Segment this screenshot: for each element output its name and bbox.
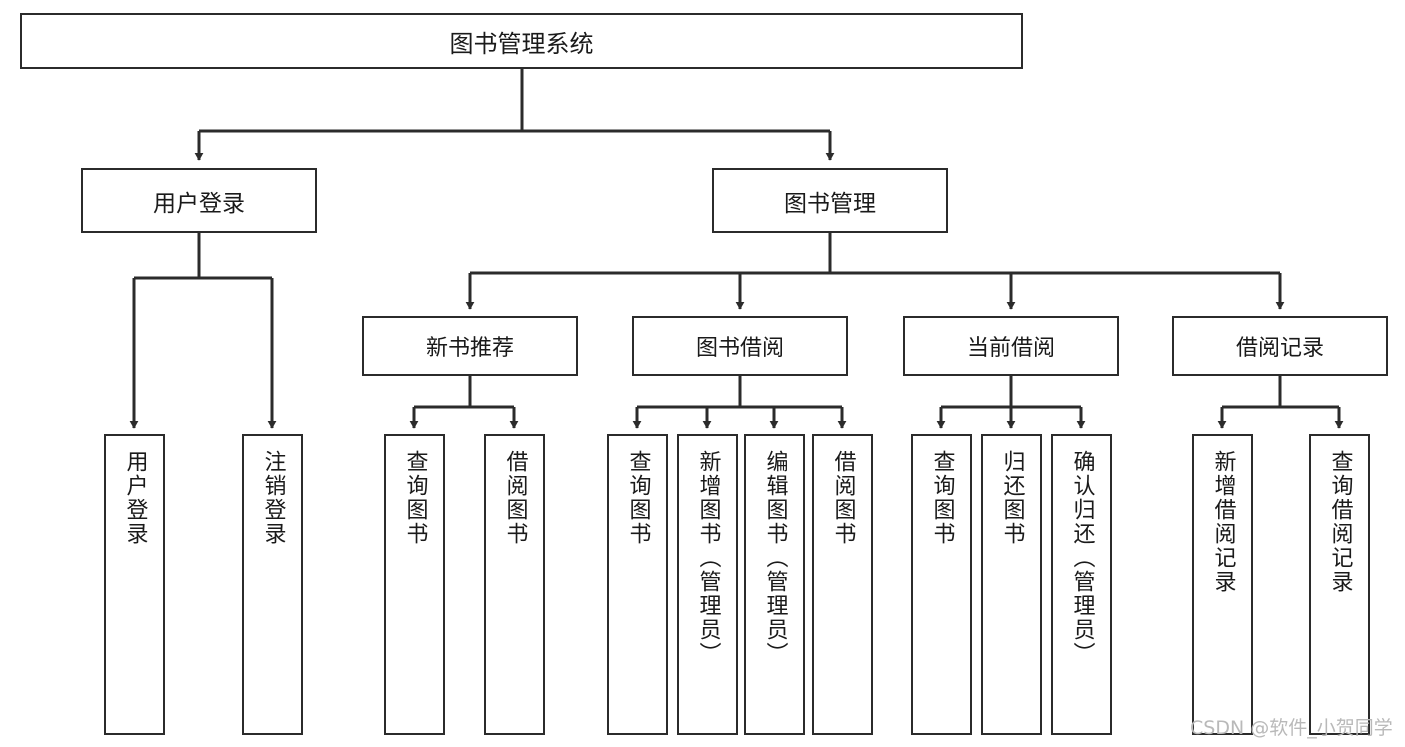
leaf-label: 新增借阅记录 — [1210, 450, 1236, 594]
leaf-label: 借阅图书 — [830, 450, 856, 546]
leaf-borrow-borrow-book[interactable]: 借阅图书 — [812, 434, 873, 735]
leaf-label: 归还图书 — [999, 450, 1025, 546]
node-borrow-record[interactable]: 借阅记录 — [1172, 316, 1388, 376]
leaf-label: 查询图书 — [929, 450, 955, 546]
leaf-current-return[interactable]: 归还图书 — [981, 434, 1042, 735]
leaf-record-add[interactable]: 新增借阅记录 — [1192, 434, 1253, 735]
node-book-management-label: 图书管理 — [784, 190, 876, 217]
node-root-label: 图书管理系统 — [449, 29, 594, 58]
node-book-management[interactable]: 图书管理 — [712, 168, 948, 233]
leaf-new-book-borrow[interactable]: 借阅图书 — [484, 434, 545, 735]
leaf-current-query[interactable]: 查询图书 — [911, 434, 972, 735]
leaf-label: 查询图书 — [402, 450, 428, 546]
leaf-label: 确认归还（管理员） — [1069, 450, 1095, 666]
node-book-borrow[interactable]: 图书借阅 — [632, 316, 848, 376]
node-user-login[interactable]: 用户登录 — [81, 168, 317, 233]
node-current-borrow[interactable]: 当前借阅 — [903, 316, 1119, 376]
node-new-book-recommend-label: 新书推荐 — [425, 336, 514, 361]
node-borrow-record-label: 借阅记录 — [1235, 336, 1324, 361]
leaf-label: 注销登录 — [260, 450, 286, 546]
leaf-borrow-add-book[interactable]: 新增图书（管理员） — [677, 434, 738, 735]
leaf-borrow-edit-book[interactable]: 编辑图书（管理员） — [744, 434, 805, 735]
leaf-label: 用户登录 — [122, 450, 148, 546]
leaf-new-book-query[interactable]: 查询图书 — [384, 434, 445, 735]
leaf-current-confirm-return[interactable]: 确认归还（管理员） — [1051, 434, 1112, 735]
node-root[interactable]: 图书管理系统 — [20, 13, 1023, 69]
node-book-borrow-label: 图书借阅 — [695, 336, 784, 361]
leaf-user-login-signin[interactable]: 用户登录 — [104, 434, 165, 735]
watermark: CSDN @软件_小贺同学 — [1190, 717, 1393, 739]
leaf-label: 查询借阅记录 — [1327, 450, 1353, 594]
leaf-label: 借阅图书 — [502, 450, 528, 546]
leaf-label: 查询图书 — [625, 450, 651, 546]
leaf-borrow-query[interactable]: 查询图书 — [607, 434, 668, 735]
node-user-login-label: 用户登录 — [153, 190, 245, 217]
leaf-record-query[interactable]: 查询借阅记录 — [1309, 434, 1370, 735]
leaf-label: 编辑图书（管理员） — [762, 450, 788, 666]
node-current-borrow-label: 当前借阅 — [966, 336, 1055, 361]
node-new-book-recommend[interactable]: 新书推荐 — [362, 316, 578, 376]
leaf-label: 新增图书（管理员） — [695, 450, 721, 666]
leaf-user-login-signout[interactable]: 注销登录 — [242, 434, 303, 735]
